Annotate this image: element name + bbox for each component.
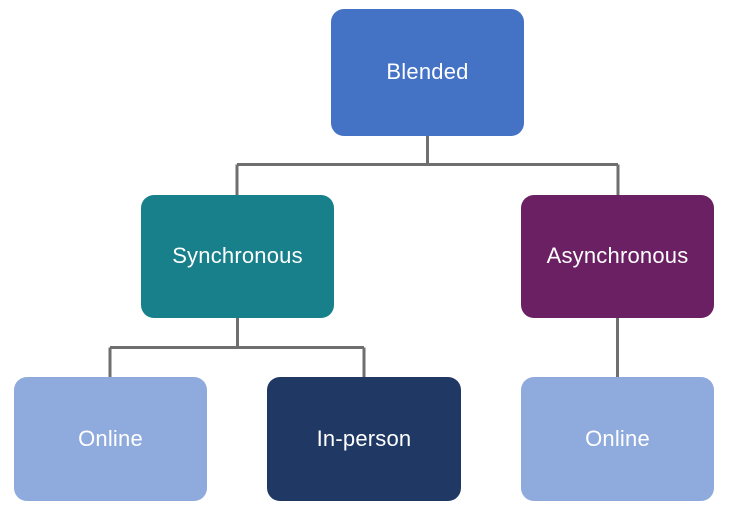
node-async-online-label: Online — [585, 425, 650, 451]
node-sync-online-label: Online — [78, 425, 143, 451]
node-blended[interactable]: Blended — [331, 9, 524, 136]
node-sync-inperson-label: In-person — [316, 425, 412, 451]
node-asynchronous-label: Asynchronous — [546, 243, 689, 269]
node-sync-online[interactable]: Online — [14, 377, 207, 501]
node-synchronous[interactable]: Synchronous — [141, 195, 334, 318]
node-blended-label: Blended — [386, 59, 469, 85]
node-synchronous-label: Synchronous — [172, 243, 303, 269]
node-sync-inperson[interactable]: In-person — [267, 377, 461, 501]
node-asynchronous[interactable]: Asynchronous — [521, 195, 714, 318]
node-async-online[interactable]: Online — [521, 377, 714, 501]
